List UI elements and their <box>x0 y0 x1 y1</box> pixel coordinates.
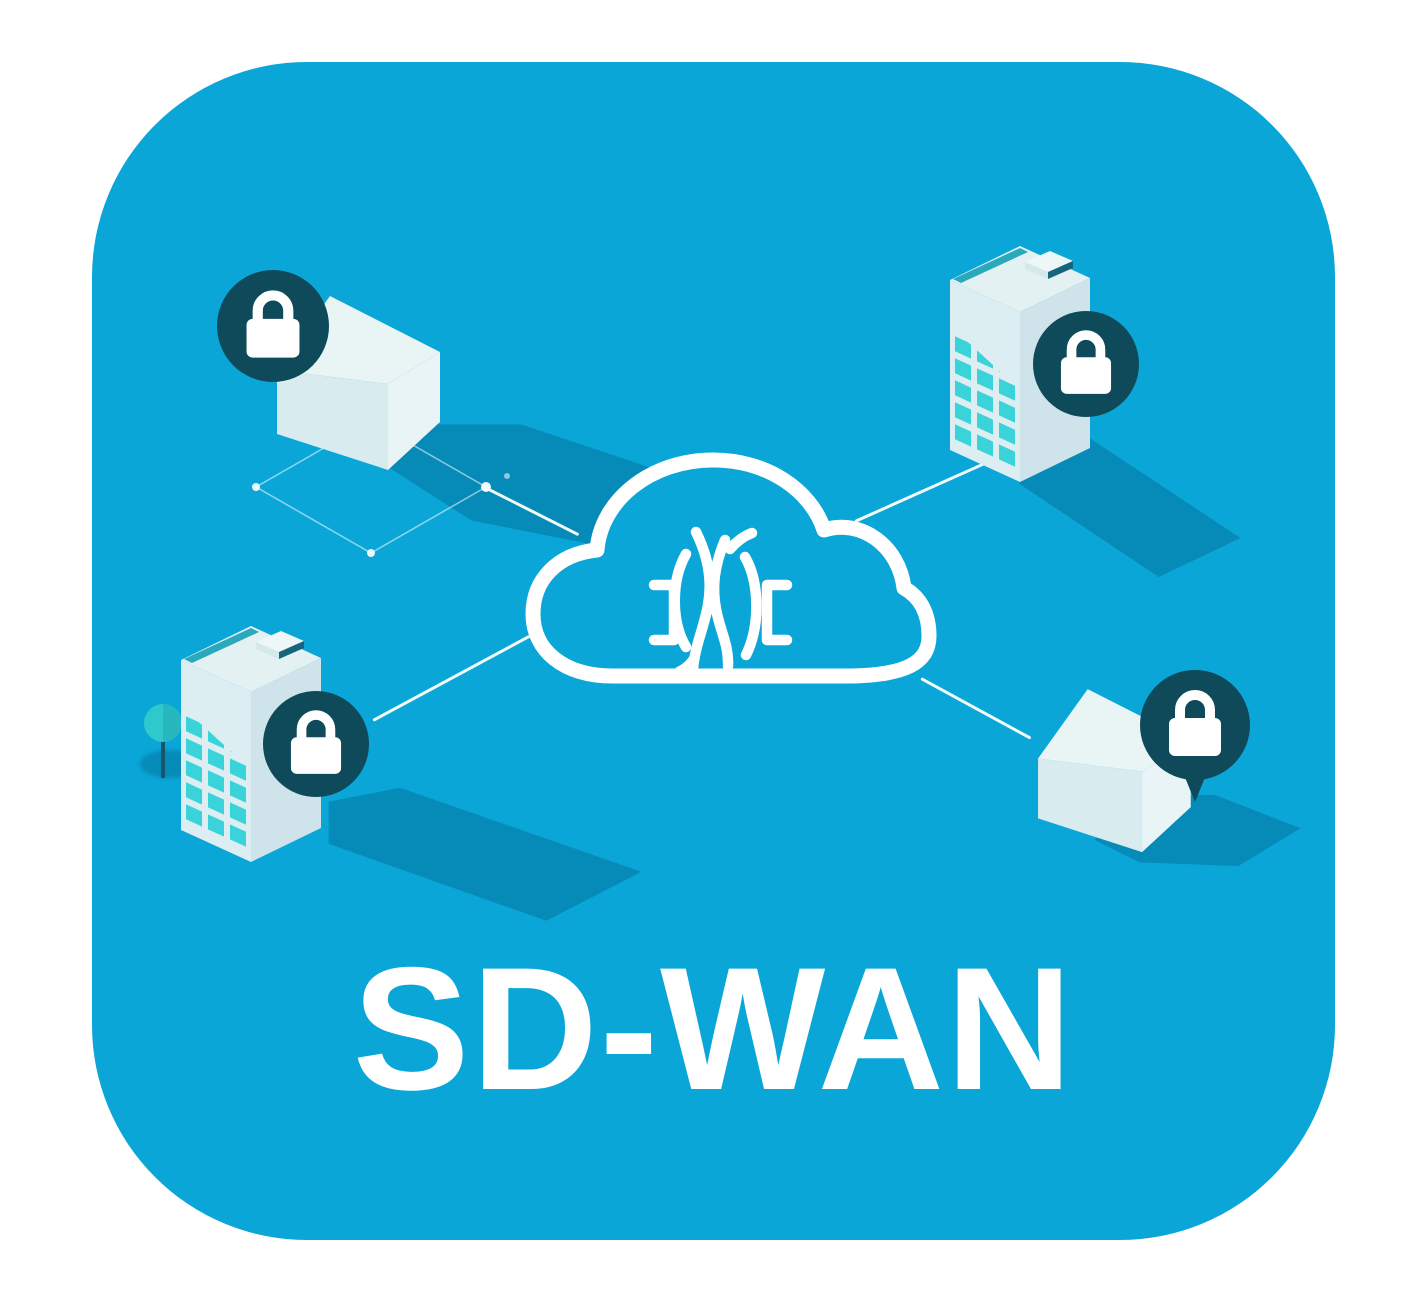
lock-icon <box>263 691 369 797</box>
plot-corner-dot <box>252 483 260 491</box>
lock-icon <box>1033 311 1139 417</box>
tree-icon <box>144 704 182 778</box>
roof-parapet <box>184 628 259 663</box>
roof-parapet <box>953 248 1028 283</box>
lock-icon-pin <box>1140 670 1250 802</box>
sd-wan-card: SD-WAN <box>92 62 1335 1240</box>
roof-penthouse <box>1025 251 1073 272</box>
page-title: SD-WAN <box>352 932 1075 1127</box>
roof-penthouse <box>256 631 304 652</box>
plot-corner-dot <box>367 549 375 557</box>
sparkle-dot <box>504 473 510 479</box>
shadow-bottom-left-building <box>328 787 642 921</box>
network-fingerprint-glyph <box>648 526 793 678</box>
lock-icon <box>217 270 329 382</box>
cloud-outline <box>525 452 937 684</box>
cloud-icon <box>525 452 937 684</box>
building-bottom-left-tower <box>181 626 321 862</box>
